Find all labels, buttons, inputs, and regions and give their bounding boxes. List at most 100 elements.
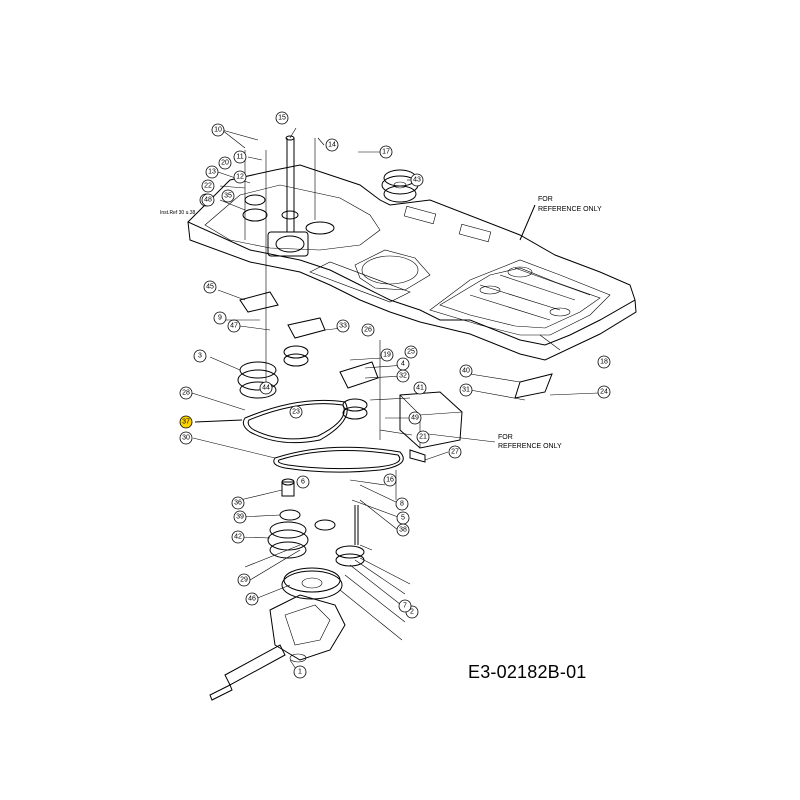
callout-label: 26 bbox=[364, 327, 372, 334]
callout-label: 43 bbox=[413, 177, 421, 184]
lower-pulleys bbox=[267, 478, 365, 600]
callout-circle bbox=[296, 475, 310, 489]
callout-22: 22 bbox=[201, 179, 215, 193]
callout-circle bbox=[275, 111, 289, 125]
callout-1: 1 bbox=[293, 665, 307, 679]
callout-circle bbox=[383, 473, 397, 487]
callout-32: 32 bbox=[396, 369, 410, 383]
callout-label: 24 bbox=[600, 389, 608, 396]
callout-46: 46 bbox=[245, 592, 259, 606]
callout-label: 38 bbox=[399, 527, 407, 534]
callout-circle bbox=[336, 319, 350, 333]
leader-lines bbox=[191, 127, 599, 673]
callout-label: 37 bbox=[182, 419, 190, 426]
callout-circle bbox=[459, 364, 473, 378]
callout-label: 21 bbox=[419, 434, 427, 441]
callout-13: 13 bbox=[205, 165, 219, 179]
callout-10: 10 bbox=[211, 123, 225, 137]
callout-circle bbox=[211, 123, 225, 137]
callout-label: 22 bbox=[204, 183, 212, 190]
top-pulley bbox=[381, 169, 419, 203]
callout-49: 49 bbox=[408, 411, 422, 425]
callout-label: 23 bbox=[292, 409, 300, 416]
callout-label: 14 bbox=[328, 142, 336, 149]
callout-circle bbox=[179, 415, 193, 429]
callout-label: 5 bbox=[401, 515, 405, 522]
callout-circle bbox=[205, 165, 219, 179]
callout-circle bbox=[213, 311, 227, 325]
callout-label: 28 bbox=[182, 390, 190, 397]
callout-circle bbox=[325, 138, 339, 152]
belts bbox=[242, 399, 404, 473]
callout-circle bbox=[259, 381, 273, 395]
callout-circle bbox=[237, 573, 251, 587]
callout-label: 27 bbox=[451, 449, 459, 456]
callout-circle bbox=[416, 430, 430, 444]
callout-label: 15 bbox=[278, 115, 286, 122]
callout-label: 12 bbox=[236, 174, 244, 181]
callout-label: 4 bbox=[401, 361, 405, 368]
callout-30: 30 bbox=[179, 431, 193, 445]
callout-circle bbox=[410, 173, 424, 187]
callout-25: 25 bbox=[404, 345, 418, 359]
callout-label: 39 bbox=[236, 514, 244, 521]
callout-circle bbox=[408, 411, 422, 425]
callout-label: 32 bbox=[399, 373, 407, 380]
callout-18: 18 bbox=[597, 355, 611, 369]
callout-5: 5 bbox=[396, 511, 410, 525]
callout-circle bbox=[179, 386, 193, 400]
callout-label: 6 bbox=[301, 479, 305, 486]
callout-label: 9 bbox=[218, 315, 222, 322]
callout-38: 38 bbox=[396, 523, 410, 537]
callout-label: 2 bbox=[410, 609, 414, 616]
callout-label: 7 bbox=[403, 603, 407, 610]
callout-label: 36 bbox=[234, 500, 242, 507]
callout-4: 4 bbox=[396, 357, 410, 371]
callout-circle bbox=[396, 511, 410, 525]
callout-circle bbox=[179, 431, 193, 445]
callout-16: 16 bbox=[383, 473, 397, 487]
callout-6: 6 bbox=[296, 475, 310, 489]
ref-note-line-2: REFERENCE ONLY bbox=[498, 443, 562, 450]
callout-9: 9 bbox=[213, 311, 227, 325]
callout-label: 25 bbox=[407, 349, 415, 356]
callout-circle bbox=[227, 319, 241, 333]
callout-circle bbox=[231, 530, 245, 544]
callout-8: 8 bbox=[395, 497, 409, 511]
callout-24: 24 bbox=[597, 385, 611, 399]
callout-3: 3 bbox=[193, 349, 207, 363]
callout-label: 1 bbox=[298, 669, 302, 676]
callout-44: 44 bbox=[259, 381, 273, 395]
callout-label: 49 bbox=[411, 415, 419, 422]
callout-label: 18 bbox=[600, 359, 608, 366]
callout-circle bbox=[289, 405, 303, 419]
callout-circle bbox=[221, 189, 235, 203]
callout-label: 17 bbox=[382, 149, 390, 156]
callout-33: 33 bbox=[336, 319, 350, 333]
callout-36: 36 bbox=[231, 496, 245, 510]
callout-label: 41 bbox=[416, 385, 424, 392]
callout-circle bbox=[597, 385, 611, 399]
callout-circle bbox=[201, 179, 215, 193]
callout-label: 13 bbox=[208, 169, 216, 176]
idler-pulleys bbox=[237, 291, 553, 420]
callout-15: 15 bbox=[275, 111, 289, 125]
callout-28: 28 bbox=[179, 386, 193, 400]
callout-label: 10 bbox=[214, 127, 222, 134]
callout-label: 3 bbox=[198, 353, 202, 360]
callout-label: 16 bbox=[386, 477, 394, 484]
callout-label: 47 bbox=[230, 323, 238, 330]
callout-label: 19 bbox=[383, 352, 391, 359]
callout-circle bbox=[459, 383, 473, 397]
callout-circle bbox=[233, 510, 247, 524]
callout-circle bbox=[413, 381, 427, 395]
callout-label: 30 bbox=[182, 435, 190, 442]
callout-circle bbox=[245, 592, 259, 606]
callout-circle bbox=[398, 599, 412, 613]
callout-label: 31 bbox=[462, 387, 470, 394]
callout-19: 19 bbox=[380, 348, 394, 362]
document-code: E3-02182B-01 bbox=[468, 662, 587, 682]
callout-circle bbox=[193, 349, 207, 363]
callout-circle bbox=[203, 280, 217, 294]
